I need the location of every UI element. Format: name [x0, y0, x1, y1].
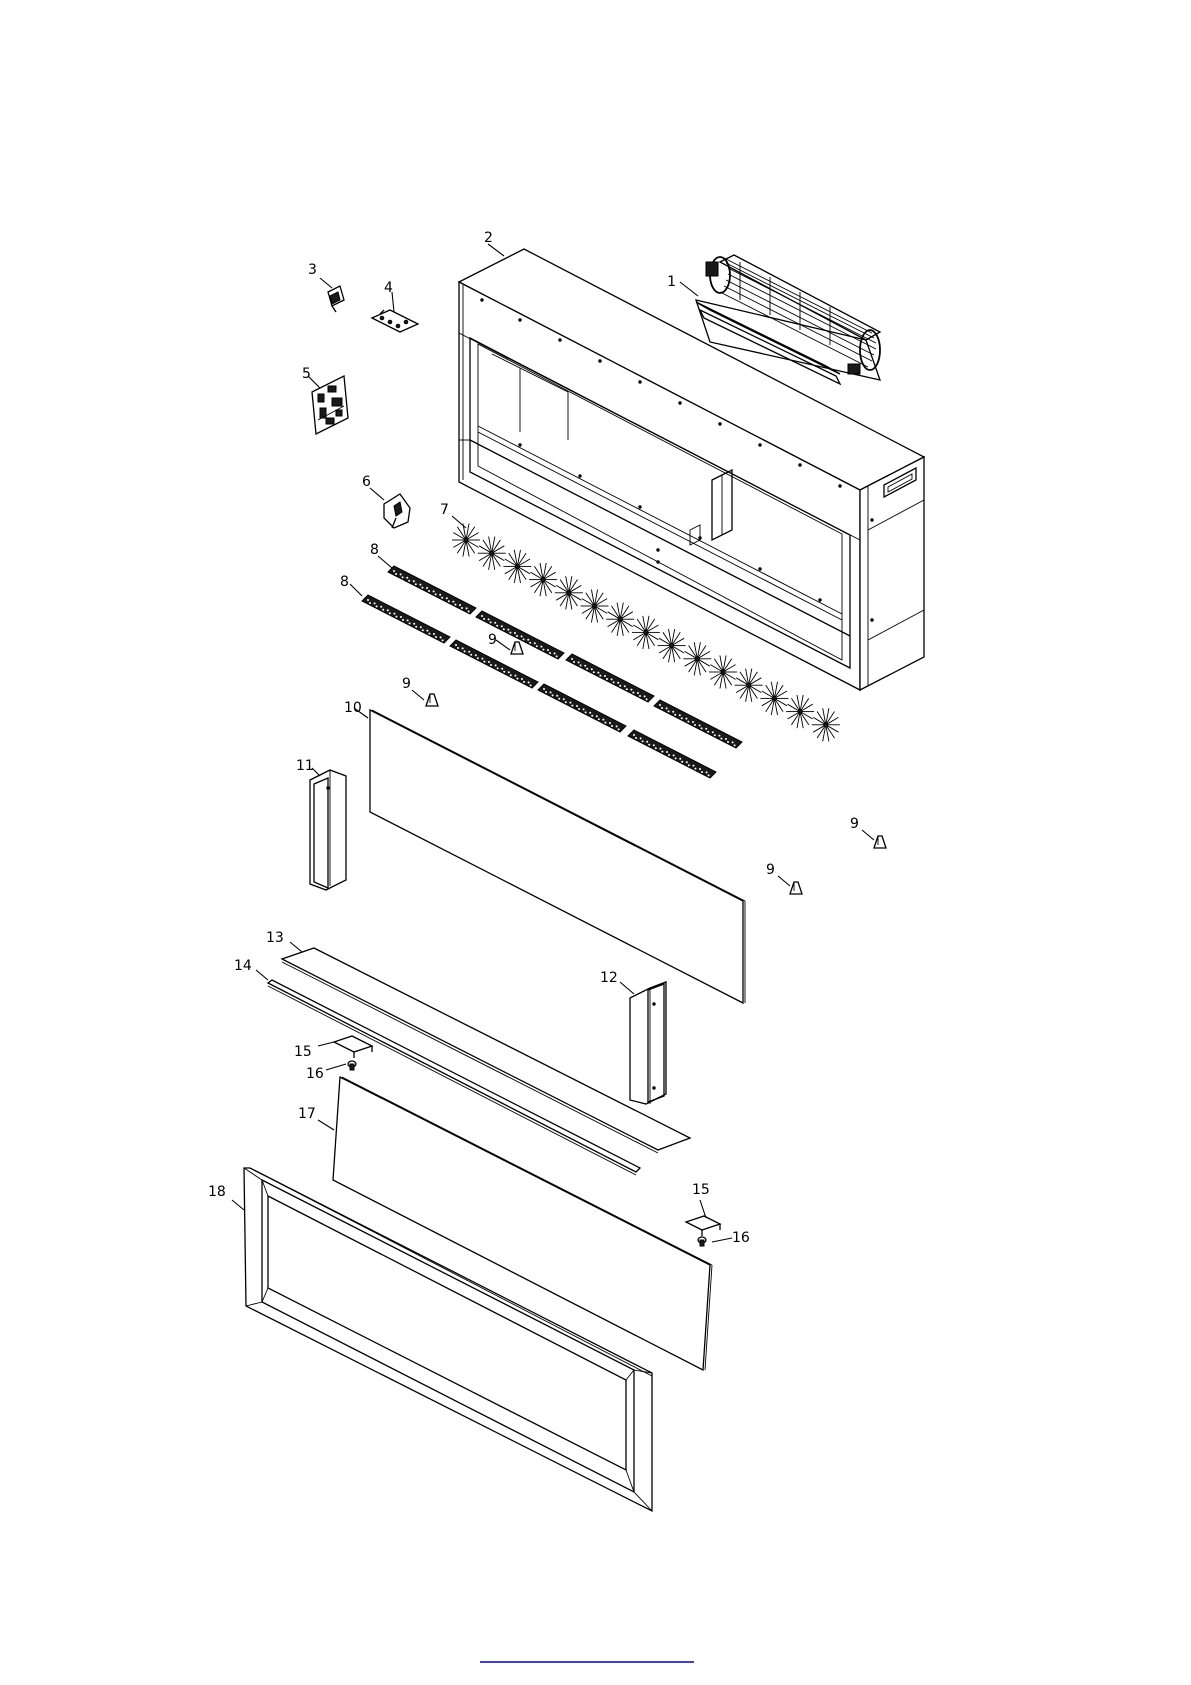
part-3-component [328, 286, 344, 312]
ember-star [606, 603, 634, 636]
part-4-terminal-strip [372, 310, 418, 332]
callout-5: 5 [302, 366, 311, 382]
callout-15b: 15 [692, 1182, 710, 1198]
part-16-screw-right [698, 1237, 706, 1246]
callout-7: 7 [440, 502, 449, 518]
part-12-right-trim [630, 982, 666, 1104]
perforated-strip [654, 700, 742, 748]
part-10-glass-panel [370, 710, 745, 1003]
perforated-strip [388, 566, 476, 614]
callout-16b: 16 [732, 1230, 750, 1246]
callout-8b: 8 [340, 574, 349, 590]
callout-6: 6 [362, 474, 371, 490]
part-15-bracket-right [686, 1216, 720, 1236]
callout-9d: 9 [766, 862, 775, 878]
ember-star [529, 563, 557, 596]
perforated-strip [538, 684, 626, 732]
ember-star [735, 669, 763, 702]
callout-2: 2 [484, 230, 493, 246]
perforated-strip [362, 595, 450, 643]
perforated-strip [628, 730, 716, 778]
part-11-left-trim [310, 770, 346, 890]
callout-14: 14 [234, 958, 252, 974]
part-2-housing [459, 249, 924, 690]
ember-star [786, 695, 814, 728]
ember-star [760, 682, 788, 715]
callout-16a: 16 [306, 1066, 324, 1082]
callout-18: 18 [208, 1184, 226, 1200]
callout-17: 17 [298, 1106, 316, 1122]
perforated-strip [566, 654, 654, 702]
part-15-bracket-left [334, 1036, 372, 1058]
callout-4: 4 [384, 280, 393, 296]
ember-star [683, 642, 711, 675]
ember-star [812, 708, 840, 741]
ember-star [503, 550, 531, 583]
callout-12: 12 [600, 970, 618, 986]
callout-1: 1 [667, 274, 676, 290]
part-6-bracket [384, 494, 410, 528]
ember-star [478, 537, 506, 570]
callout-13: 13 [266, 930, 284, 946]
callout-9b: 9 [402, 676, 411, 692]
callout-3: 3 [308, 262, 317, 278]
ember-star [452, 523, 480, 556]
callout-10: 10 [344, 700, 362, 716]
ember-star [658, 629, 686, 662]
ember-star [709, 655, 737, 688]
callout-8a: 8 [370, 542, 379, 558]
callout-11: 11 [296, 758, 314, 774]
callout-15a: 15 [294, 1044, 312, 1060]
ember-star [632, 616, 660, 649]
ember-star [555, 576, 583, 609]
ember-star [581, 589, 609, 622]
callout-9c: 9 [850, 816, 859, 832]
callout-9a: 9 [488, 632, 497, 648]
part-16-screw-left [348, 1061, 356, 1070]
